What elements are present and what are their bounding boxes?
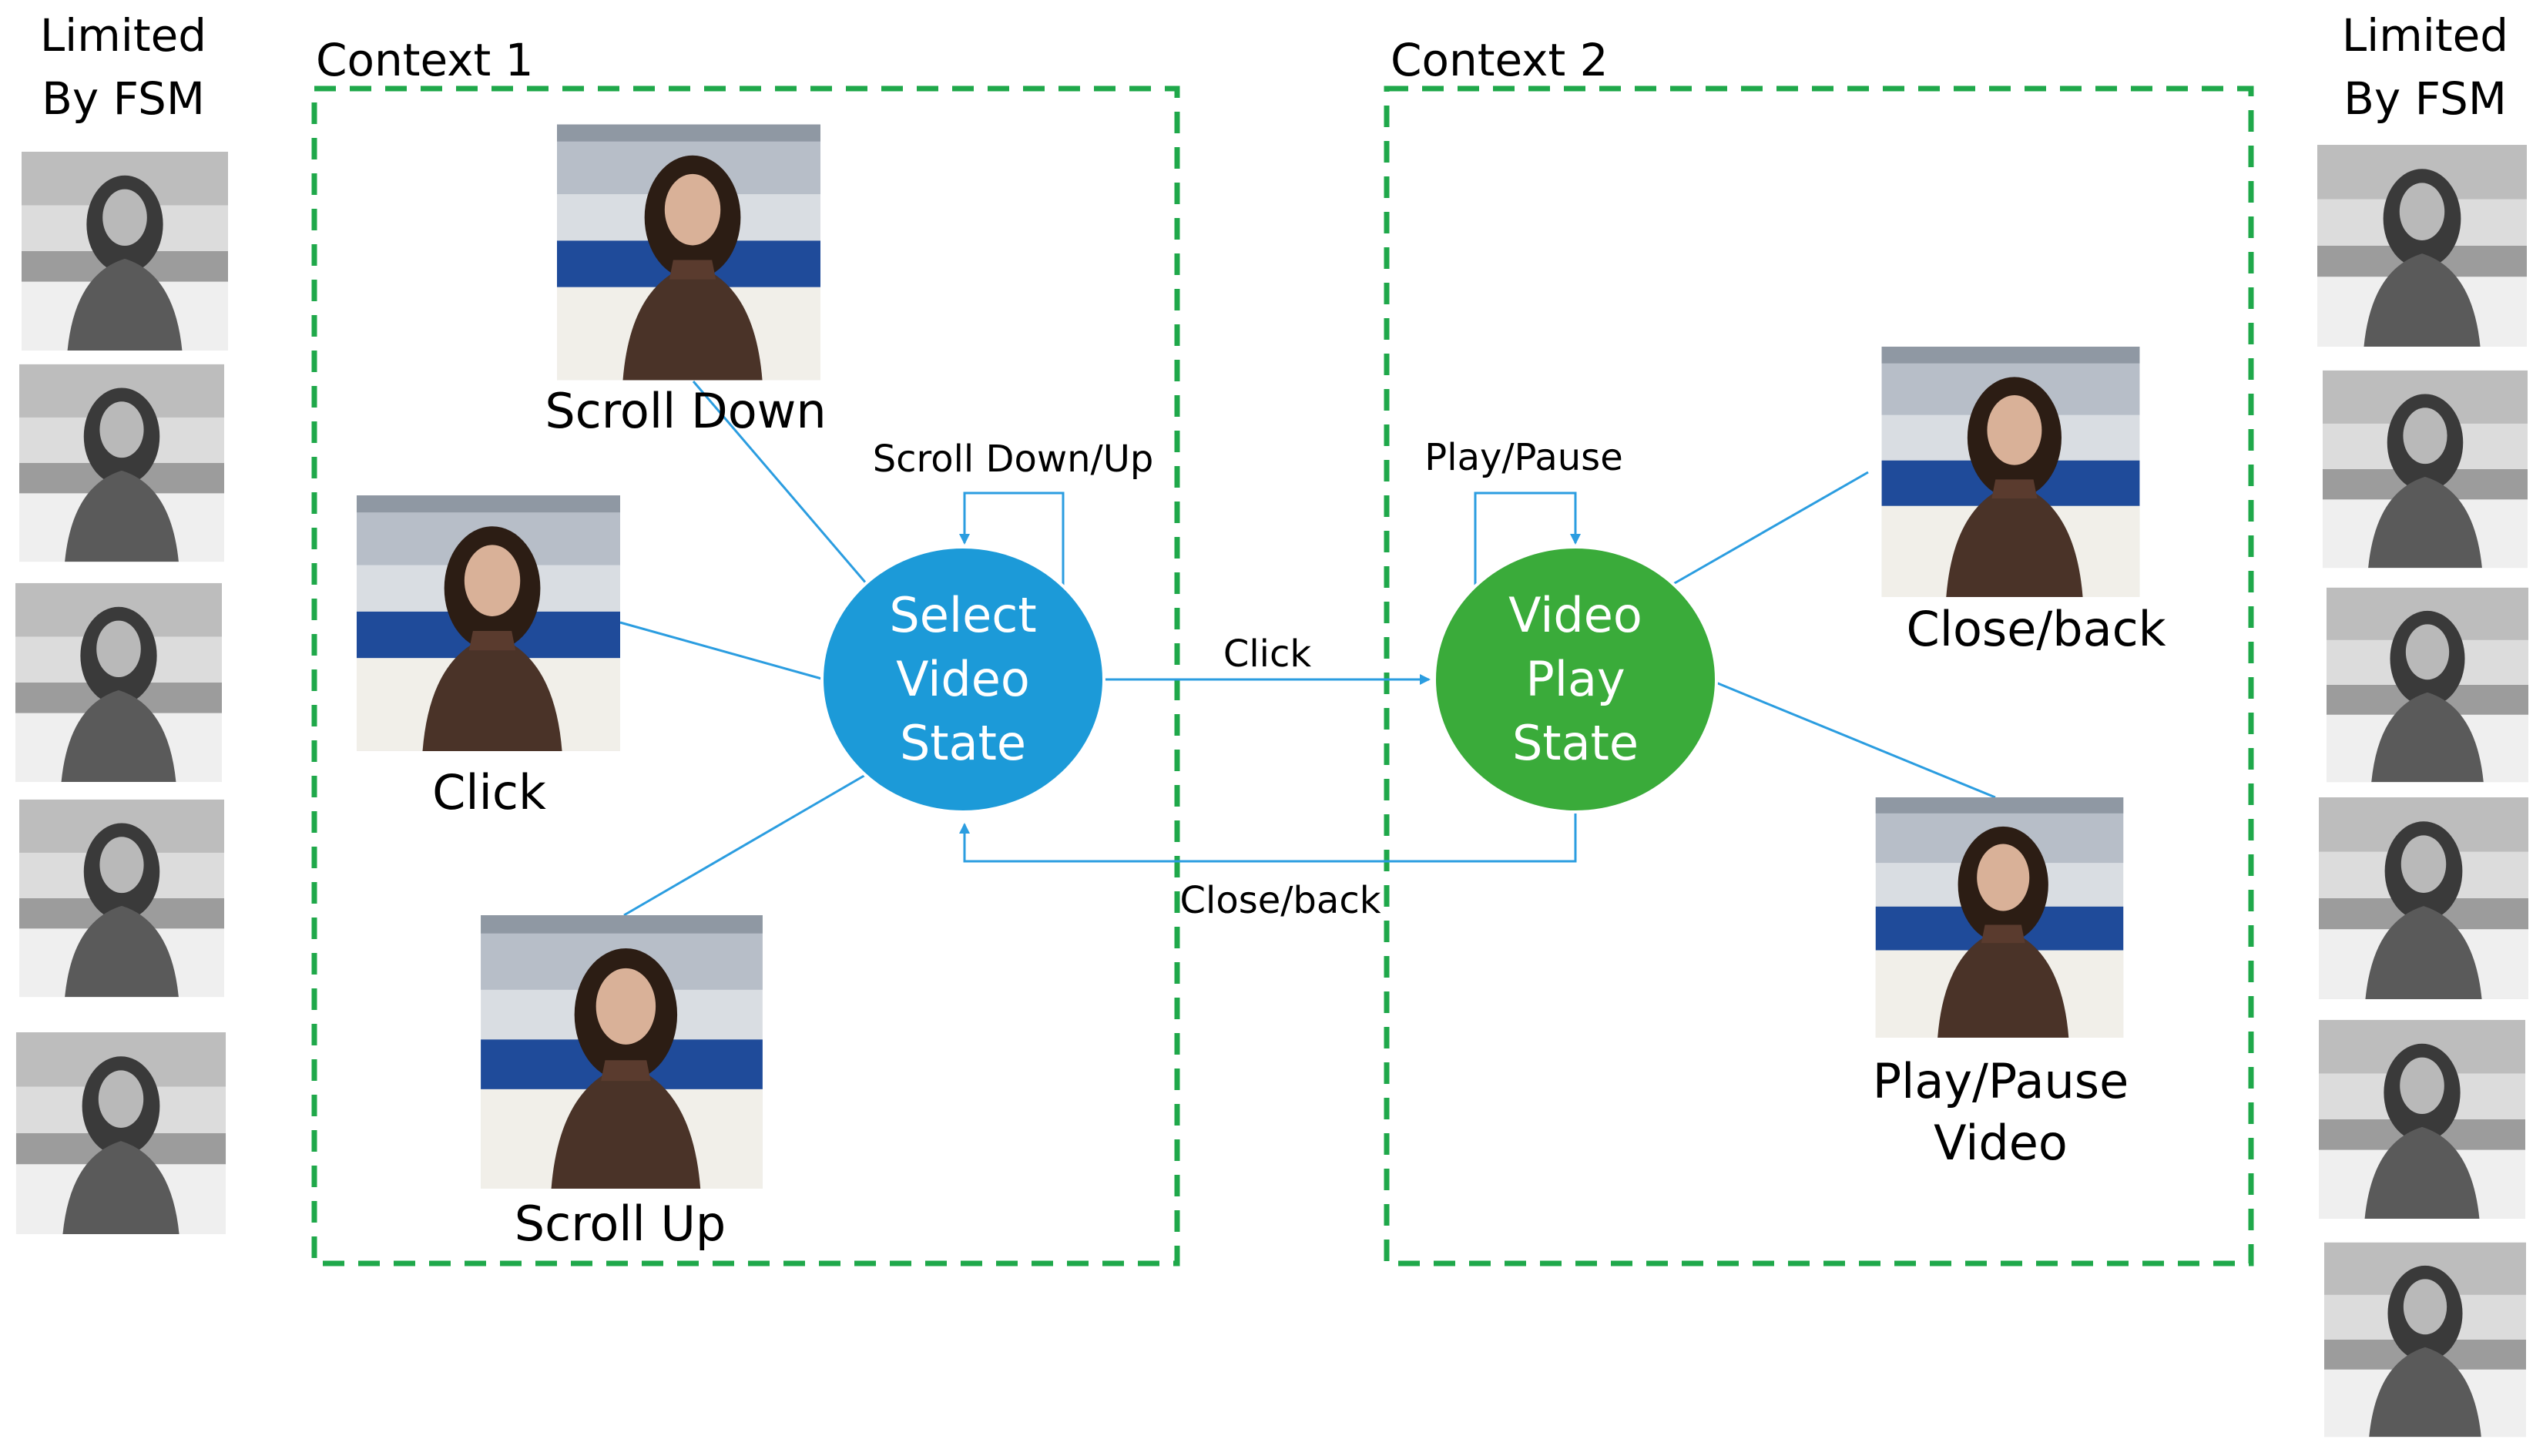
edge-play-pause — [1713, 680, 1996, 799]
edge-close-back — [1672, 471, 1869, 585]
context1-label: Context 1 — [316, 34, 534, 86]
close-back-photo — [1881, 347, 2140, 597]
play-state-line3: State — [1512, 715, 1639, 771]
left-label-line1: Limited — [40, 9, 206, 62]
close-back-label: Close/back — [1906, 601, 2166, 657]
thumbnail-photo — [2319, 797, 2528, 999]
left-side-label: Limited By FSM — [40, 9, 206, 125]
select-state-line3: State — [900, 715, 1026, 771]
select-state-line1: Select — [889, 587, 1036, 643]
select-video-state: Select Video State — [820, 545, 1105, 814]
play-loop-label: Play/Pause — [1424, 436, 1622, 479]
close-back-arrow — [959, 813, 1577, 863]
click-transition-label: Click — [1223, 632, 1312, 676]
thumbnail-photo — [22, 151, 228, 351]
left-label-line2: By FSM — [42, 72, 205, 125]
right-label-line1: Limited — [2342, 9, 2508, 62]
click-label: Click — [432, 764, 546, 820]
context2-label: Context 2 — [1391, 34, 1609, 86]
thumbnail-photo — [19, 799, 224, 998]
close-back-transition-label: Close/back — [1180, 879, 1381, 922]
scroll-down-label: Scroll Down — [545, 383, 826, 439]
scroll-up-photo — [481, 915, 763, 1189]
context2-box — [1384, 86, 2254, 1266]
thumbnail-photo — [2319, 1019, 2525, 1219]
click-photo — [357, 495, 620, 751]
thumbnail-photo — [2327, 587, 2528, 783]
play-state-line2: Play — [1525, 651, 1625, 707]
thumbnail-photo — [2324, 1242, 2526, 1438]
play-pause-photo — [1875, 797, 2124, 1038]
play-pause-label-line2: Video — [1934, 1115, 2068, 1171]
scroll-up-label: Scroll Up — [515, 1196, 726, 1252]
edge-scroll-up — [623, 773, 867, 917]
right-label-line2: By FSM — [2343, 72, 2507, 125]
play-pause-label-line1: Play/Pause — [1873, 1053, 2129, 1109]
right-thumbnail-column — [2317, 145, 2528, 1438]
scroll-down-photo — [557, 124, 820, 381]
thumbnail-photo — [2317, 145, 2527, 347]
video-play-state: Video Play State — [1433, 545, 1718, 814]
context1-box — [311, 86, 1180, 1266]
left-thumbnail-column — [15, 151, 228, 1234]
select-state-circle — [820, 545, 1105, 814]
thumbnail-photo — [19, 364, 224, 562]
scroll-loop-label: Scroll Down/Up — [873, 438, 1154, 481]
transition-arrows — [959, 491, 1581, 863]
play-state-circle — [1433, 545, 1718, 814]
connector-lines — [619, 381, 1996, 917]
thumbnail-photo — [15, 1032, 226, 1234]
play-state-line1: Video — [1508, 587, 1642, 643]
play-loop-arrow — [1474, 491, 1581, 585]
select-state-line2: Video — [896, 651, 1030, 707]
thumbnail-photo — [2323, 370, 2528, 569]
edge-click — [619, 621, 825, 681]
edge-scroll-down — [692, 381, 868, 585]
thumbnail-photo — [15, 582, 222, 783]
scroll-loop-arrow — [959, 491, 1065, 585]
right-side-label: Limited By FSM — [2342, 9, 2508, 125]
